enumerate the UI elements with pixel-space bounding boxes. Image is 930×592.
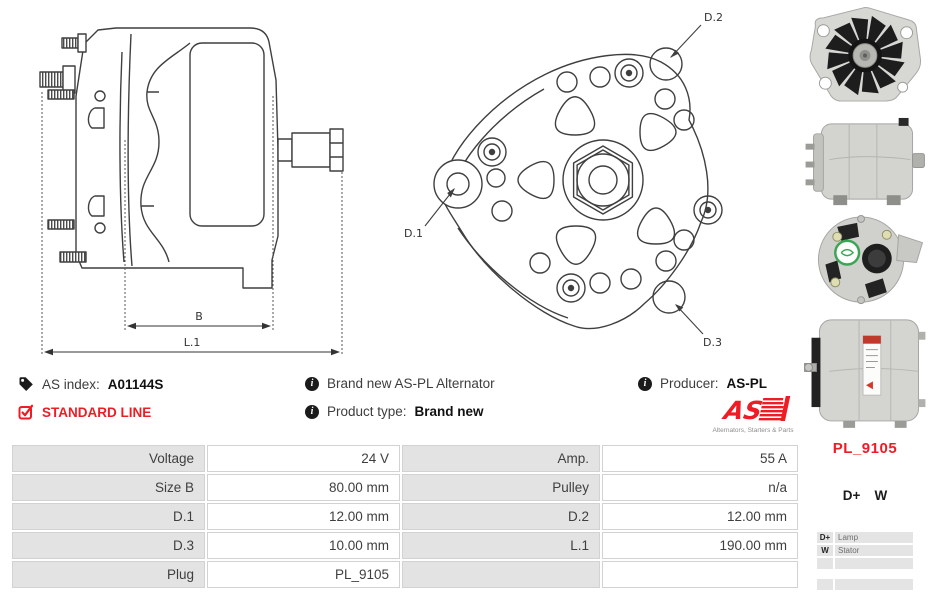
info-icon: i xyxy=(305,376,319,391)
product-photo-side[interactable] xyxy=(803,114,927,209)
spec-table: Voltage 24 V Amp. 55 A Size B 80.00 mm P… xyxy=(10,443,800,590)
spec-value: PL_9105 xyxy=(207,561,400,588)
brand-new-text: Brand new AS-PL Alternator xyxy=(327,376,495,391)
spec-value: n/a xyxy=(602,474,798,501)
tag-icon xyxy=(19,377,33,391)
legend-desc xyxy=(835,579,913,590)
d2-label: D.2 xyxy=(704,11,723,24)
spec-label: Size B xyxy=(12,474,205,501)
legend-row xyxy=(817,558,913,569)
d3-label: D.3 xyxy=(703,336,722,349)
legend-desc: Lamp xyxy=(835,532,913,543)
info-icon: i xyxy=(305,404,319,419)
product-photo-rear[interactable] xyxy=(803,213,927,306)
legend-row: W Stator xyxy=(817,545,913,556)
spec-label: Amp. xyxy=(402,445,600,472)
standard-line-item: STANDARD LINE xyxy=(18,404,151,420)
spec-row: D.3 10.00 mm L.1 190.00 mm xyxy=(12,532,798,559)
spec-label: D.2 xyxy=(402,503,600,530)
d1-label: D.1 xyxy=(404,227,423,240)
spec-label: L.1 xyxy=(402,532,600,559)
terminal-legend-table: D+ Lamp W Stator xyxy=(815,530,915,592)
legend-row: D+ Lamp xyxy=(817,532,913,543)
spec-value: 10.00 mm xyxy=(207,532,400,559)
spec-row: D.1 12.00 mm D.2 12.00 mm xyxy=(12,503,798,530)
spec-row: Plug PL_9105 xyxy=(12,561,798,588)
product-type-value: Brand new xyxy=(414,404,484,419)
producer-label: Producer: xyxy=(660,376,719,391)
dim-b-label: B xyxy=(195,310,203,323)
spec-label: Pulley xyxy=(402,474,600,501)
as-logo-text: AS xyxy=(720,396,765,425)
legend-pin: D+ xyxy=(817,532,833,543)
legend-pin: W xyxy=(817,545,833,556)
as-pl-logo: AS Alternators, Starters & Parts xyxy=(712,395,794,434)
spec-row: Size B 80.00 mm Pulley n/a xyxy=(12,474,798,501)
product-photo-side-label[interactable] xyxy=(803,312,927,429)
legend-pin xyxy=(817,579,833,590)
product-type-label: Product type: xyxy=(327,404,407,419)
spec-value: 12.00 mm xyxy=(602,503,798,530)
standard-line-label: STANDARD LINE xyxy=(42,404,152,420)
as-index-value: A01144S xyxy=(107,376,164,392)
terminal-w: W xyxy=(874,488,888,503)
product-photo-front[interactable] xyxy=(803,4,927,111)
spec-value: 55 A xyxy=(602,445,798,472)
spec-label: D.1 xyxy=(12,503,205,530)
plug-code-text: PL_9105 xyxy=(832,440,898,457)
spec-label: D.3 xyxy=(12,532,205,559)
plug-terminals: D+ W xyxy=(843,488,887,503)
legend-desc xyxy=(835,558,913,569)
as-index-label: AS index: xyxy=(42,376,100,392)
dim-l1-label: L.1 xyxy=(184,336,201,349)
spec-row: Voltage 24 V Amp. 55 A xyxy=(12,445,798,472)
spec-label: Voltage xyxy=(12,445,205,472)
spec-label: Plug xyxy=(12,561,205,588)
as-logo-tagline: Alternators, Starters & Parts xyxy=(712,427,794,434)
legend-row xyxy=(817,579,913,590)
product-type-item: i Product type: Brand new xyxy=(305,404,484,419)
info-icon: i xyxy=(638,376,652,391)
legend-pin xyxy=(817,558,833,569)
spec-value: 80.00 mm xyxy=(207,474,400,501)
brand-new-item: i Brand new AS-PL Alternator xyxy=(305,376,495,391)
producer-item: i Producer: AS-PL xyxy=(638,376,767,391)
as-index-item: AS index: A01144S xyxy=(18,376,163,392)
face-view-drawing: D.2 D.1 D.3 xyxy=(404,11,723,349)
terminal-dplus: D+ xyxy=(842,488,861,503)
spec-value: 24 V xyxy=(207,445,400,472)
spec-label xyxy=(402,561,600,588)
spec-value: 12.00 mm xyxy=(207,503,400,530)
side-view-drawing: B L.1 xyxy=(39,27,344,356)
spec-value: 190.00 mm xyxy=(602,532,798,559)
product-photos-column: PL_9105 D+ W D+ Lamp W Stator xyxy=(800,0,930,592)
producer-value: AS-PL xyxy=(726,376,768,391)
checkbox-check-icon xyxy=(18,404,34,420)
legend-desc: Stator xyxy=(835,545,913,556)
spec-value xyxy=(602,561,798,588)
